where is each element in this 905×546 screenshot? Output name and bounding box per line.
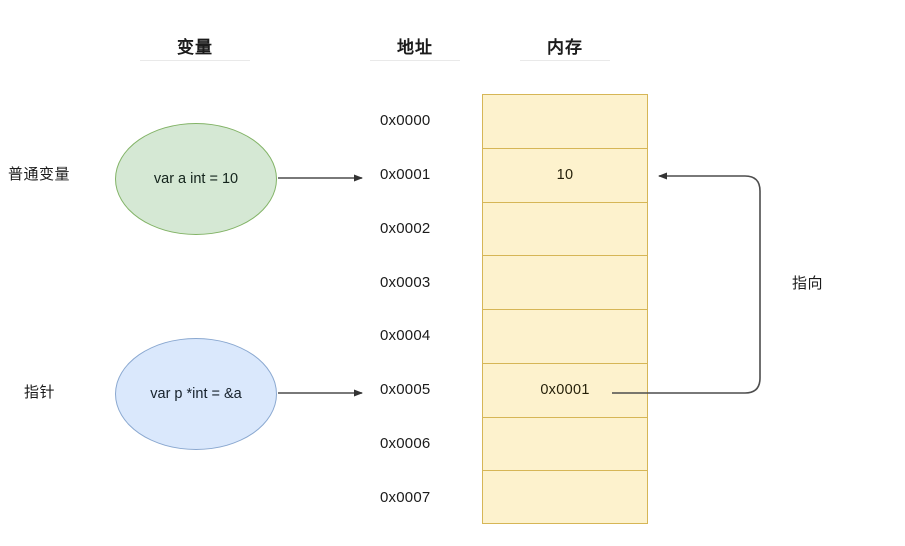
- memory-cell-5: 0x0001: [483, 364, 647, 418]
- column-header-address: 地址: [370, 33, 460, 61]
- address-label-1: 0x0001: [380, 166, 431, 183]
- memory-cell-4: [483, 310, 647, 364]
- address-label-6: 0x0006: [380, 435, 431, 452]
- column-header-memory: 内存: [520, 33, 610, 61]
- memory-cell-7: [483, 471, 647, 525]
- variable-declaration-node: var a int = 10: [115, 123, 277, 235]
- address-label-0: 0x0000: [380, 112, 431, 129]
- memory-cell-6: [483, 418, 647, 472]
- address-label-7: 0x0007: [380, 489, 431, 506]
- memory-cell-0: [483, 95, 647, 149]
- address-label-2: 0x0002: [380, 220, 431, 237]
- memory-cell-2: [483, 203, 647, 257]
- memory-cell-1: 10: [483, 149, 647, 203]
- pointer-declaration-node: var p *int = &a: [115, 338, 277, 450]
- row-label-normal-variable: 普通变量: [8, 166, 71, 183]
- address-label-5: 0x0005: [380, 381, 431, 398]
- memory-table: 10 0x0001: [482, 94, 648, 524]
- column-header-variable: 变量: [140, 33, 250, 61]
- address-label-4: 0x0004: [380, 327, 431, 344]
- row-label-pointer: 指针: [24, 384, 56, 401]
- address-label-3: 0x0003: [380, 274, 431, 291]
- annotation-points-to: 指向: [792, 275, 824, 292]
- memory-cell-3: [483, 256, 647, 310]
